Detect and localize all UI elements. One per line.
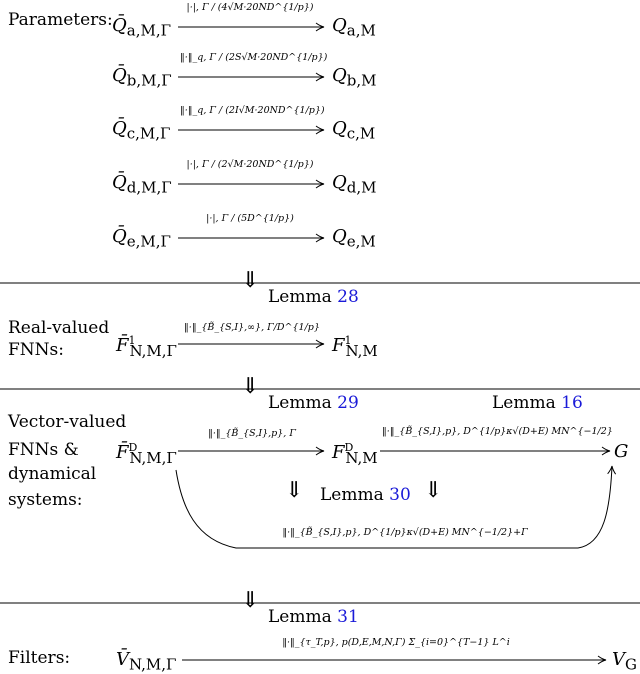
section-vector-line1: Vector-valued bbox=[8, 412, 127, 432]
section-vector-line4: systems: bbox=[8, 490, 83, 510]
section-real-line1: Real-valued bbox=[8, 318, 110, 338]
vector-label-2: ‖·‖_{B̃_{S,I},p}, D^{1/p}κ√(D+E) MN^{−1/… bbox=[382, 426, 613, 437]
param-source-c: Q̄c,M,Γ bbox=[112, 118, 171, 143]
double-down-arrow: ⇓ bbox=[424, 478, 443, 503]
double-down-arrow: ⇓ bbox=[241, 588, 260, 613]
lemma-30: Lemma 30 bbox=[320, 485, 411, 505]
section-parameters: Parameters: bbox=[8, 10, 113, 30]
section-vector-line2: FNNs & bbox=[8, 440, 79, 460]
vector-mid: FDN,M bbox=[332, 441, 378, 467]
double-down-arrow: ⇓ bbox=[241, 268, 260, 293]
vector-label-3: ‖·‖_{B̃_{S,I},p}, D^{1/p}κ√(D+E) MN^{−1/… bbox=[282, 527, 528, 538]
real-source: F̄1N,M,Γ bbox=[116, 334, 177, 360]
filters-source: V̄N,M,Γ bbox=[116, 649, 177, 674]
filters-label: ‖·‖_{τ_T,p}, p(D,E,M,N,Γ) Σ_{i=0}^{T−1} … bbox=[282, 637, 510, 648]
param-label-d: |·|, Γ / (2√M·20ND^{1/p}) bbox=[186, 159, 314, 170]
lemma-31: Lemma 31 bbox=[268, 607, 359, 627]
param-label-c: ‖·‖_q, Γ / (2I√M·20ND^{1/p}) bbox=[180, 105, 325, 116]
section-real-line2: FNNs: bbox=[8, 340, 64, 360]
lemma-16: Lemma 16 bbox=[492, 393, 583, 413]
lemma-29: Lemma 29 bbox=[268, 393, 359, 413]
section-filters: Filters: bbox=[8, 648, 71, 668]
param-source-e: Q̄e,M,Γ bbox=[112, 226, 171, 251]
vector-curve-arrow bbox=[175, 465, 617, 549]
param-source-a: Q̄a,M,Γ bbox=[112, 15, 172, 40]
param-target-a: Qa,M bbox=[332, 15, 376, 40]
param-target-e: Qe,M bbox=[332, 226, 376, 251]
param-source-b: Q̄b,M,Γ bbox=[112, 65, 172, 90]
param-label-b: ‖·‖_q, Γ / (2S√M·20ND^{1/p}) bbox=[180, 52, 328, 63]
param-label-a: |·|, Γ / (4√M·20ND^{1/p}) bbox=[186, 2, 314, 13]
vector-label-1: ‖·‖_{B̃_{S,I},p}, Γ bbox=[208, 428, 296, 439]
vector-target: G bbox=[614, 441, 629, 462]
real-label: ‖·‖_{B̃_{S,I},∞}, Γ/D^{1/p} bbox=[184, 322, 320, 333]
vector-source: F̄DN,M,Γ bbox=[116, 441, 177, 467]
real-target: F1N,M bbox=[332, 334, 378, 360]
lemma-28: Lemma 28 bbox=[268, 287, 359, 307]
double-down-arrow: ⇓ bbox=[241, 374, 260, 399]
filters-target: VG bbox=[612, 649, 637, 674]
param-source-d: Q̄d,M,Γ bbox=[112, 172, 172, 197]
param-target-b: Qb,M bbox=[332, 65, 377, 90]
double-down-arrow: ⇓ bbox=[285, 478, 304, 503]
param-label-e: |·|, Γ / (5D^{1/p}) bbox=[206, 213, 294, 224]
param-target-d: Qd,M bbox=[332, 172, 377, 197]
param-target-c: Qc,M bbox=[332, 118, 376, 143]
section-vector-line3: dynamical bbox=[8, 464, 97, 484]
